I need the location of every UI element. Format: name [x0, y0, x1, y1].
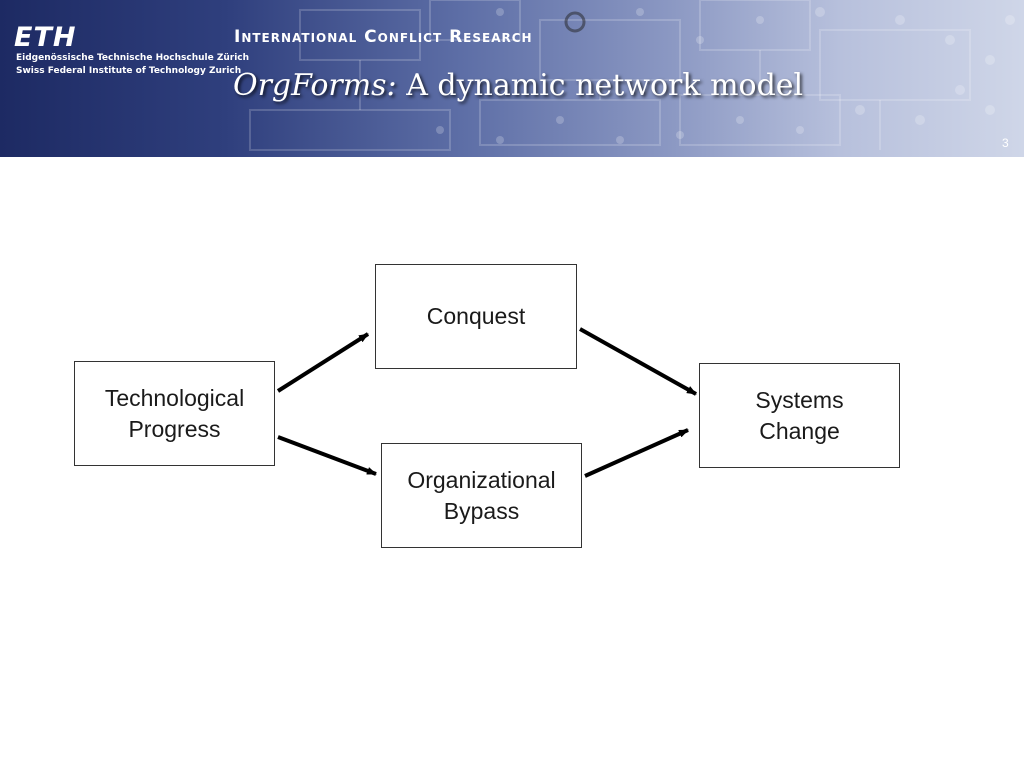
- arrow-progress-to-bypass: [277, 435, 377, 476]
- program-name: International Conflict Research: [234, 27, 533, 47]
- header-banner: ETH Eidgenössische Technische Hochschule…: [0, 0, 1024, 157]
- node-conquest: Conquest: [375, 264, 577, 369]
- eth-name-german: Eidgenössische Technische Hochschule Zür…: [16, 53, 250, 63]
- node-conquest-line1: Conquest: [426, 303, 526, 329]
- eth-name-english: Swiss Federal Institute of Technology Zu…: [16, 66, 242, 76]
- node-technological-progress-line2: Progress: [128, 415, 221, 442]
- node-organizational-bypass: Organizational Bypass: [381, 443, 582, 548]
- slide-title: OrgForms: A dynamic network model: [233, 68, 803, 103]
- slide-title-italic: OrgForms:: [233, 68, 397, 103]
- page-number: 3: [1002, 136, 1009, 150]
- eth-logo: ETH: [14, 22, 77, 53]
- arrow-bypass-to-systems: [584, 428, 689, 478]
- node-organizational-bypass-line1: Organizational: [407, 466, 556, 493]
- node-systems-change-line1: Systems: [755, 386, 844, 413]
- node-systems-change: Systems Change: [699, 363, 900, 468]
- slide-title-rest: A dynamic network model: [396, 68, 804, 103]
- node-organizational-bypass-line2: Bypass: [443, 497, 520, 524]
- node-technological-progress: Technological Progress: [74, 361, 275, 466]
- circuit-board-background: [249, 0, 1015, 151]
- node-technological-progress-line1: Technological: [104, 384, 245, 411]
- arrow-conquest-to-systems: [579, 327, 697, 396]
- arrow-progress-to-conquest: [276, 332, 370, 393]
- node-systems-change-line2: Change: [759, 417, 840, 444]
